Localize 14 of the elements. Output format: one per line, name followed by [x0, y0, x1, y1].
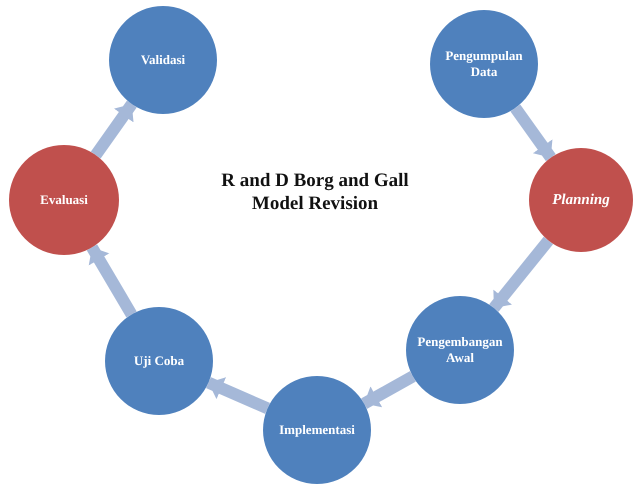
step-label: Pengumpulan Data	[444, 48, 524, 80]
block-arrow	[489, 236, 554, 312]
step-label: Validasi	[140, 52, 186, 68]
block-arrow	[86, 244, 137, 318]
step-label: Uji Coba	[132, 352, 186, 370]
block-arrow	[206, 377, 270, 414]
step-label: Evaluasi	[39, 192, 89, 208]
block-arrow	[510, 104, 556, 162]
step-label: Planning	[551, 190, 611, 210]
block-arrow	[90, 100, 137, 159]
step-label: Pengembangan Awal	[416, 334, 504, 366]
block-arrow	[361, 371, 416, 409]
diagram-title: R and D Borg and Gall Model Revision	[220, 170, 410, 216]
step-label: Implementasi	[278, 422, 356, 438]
